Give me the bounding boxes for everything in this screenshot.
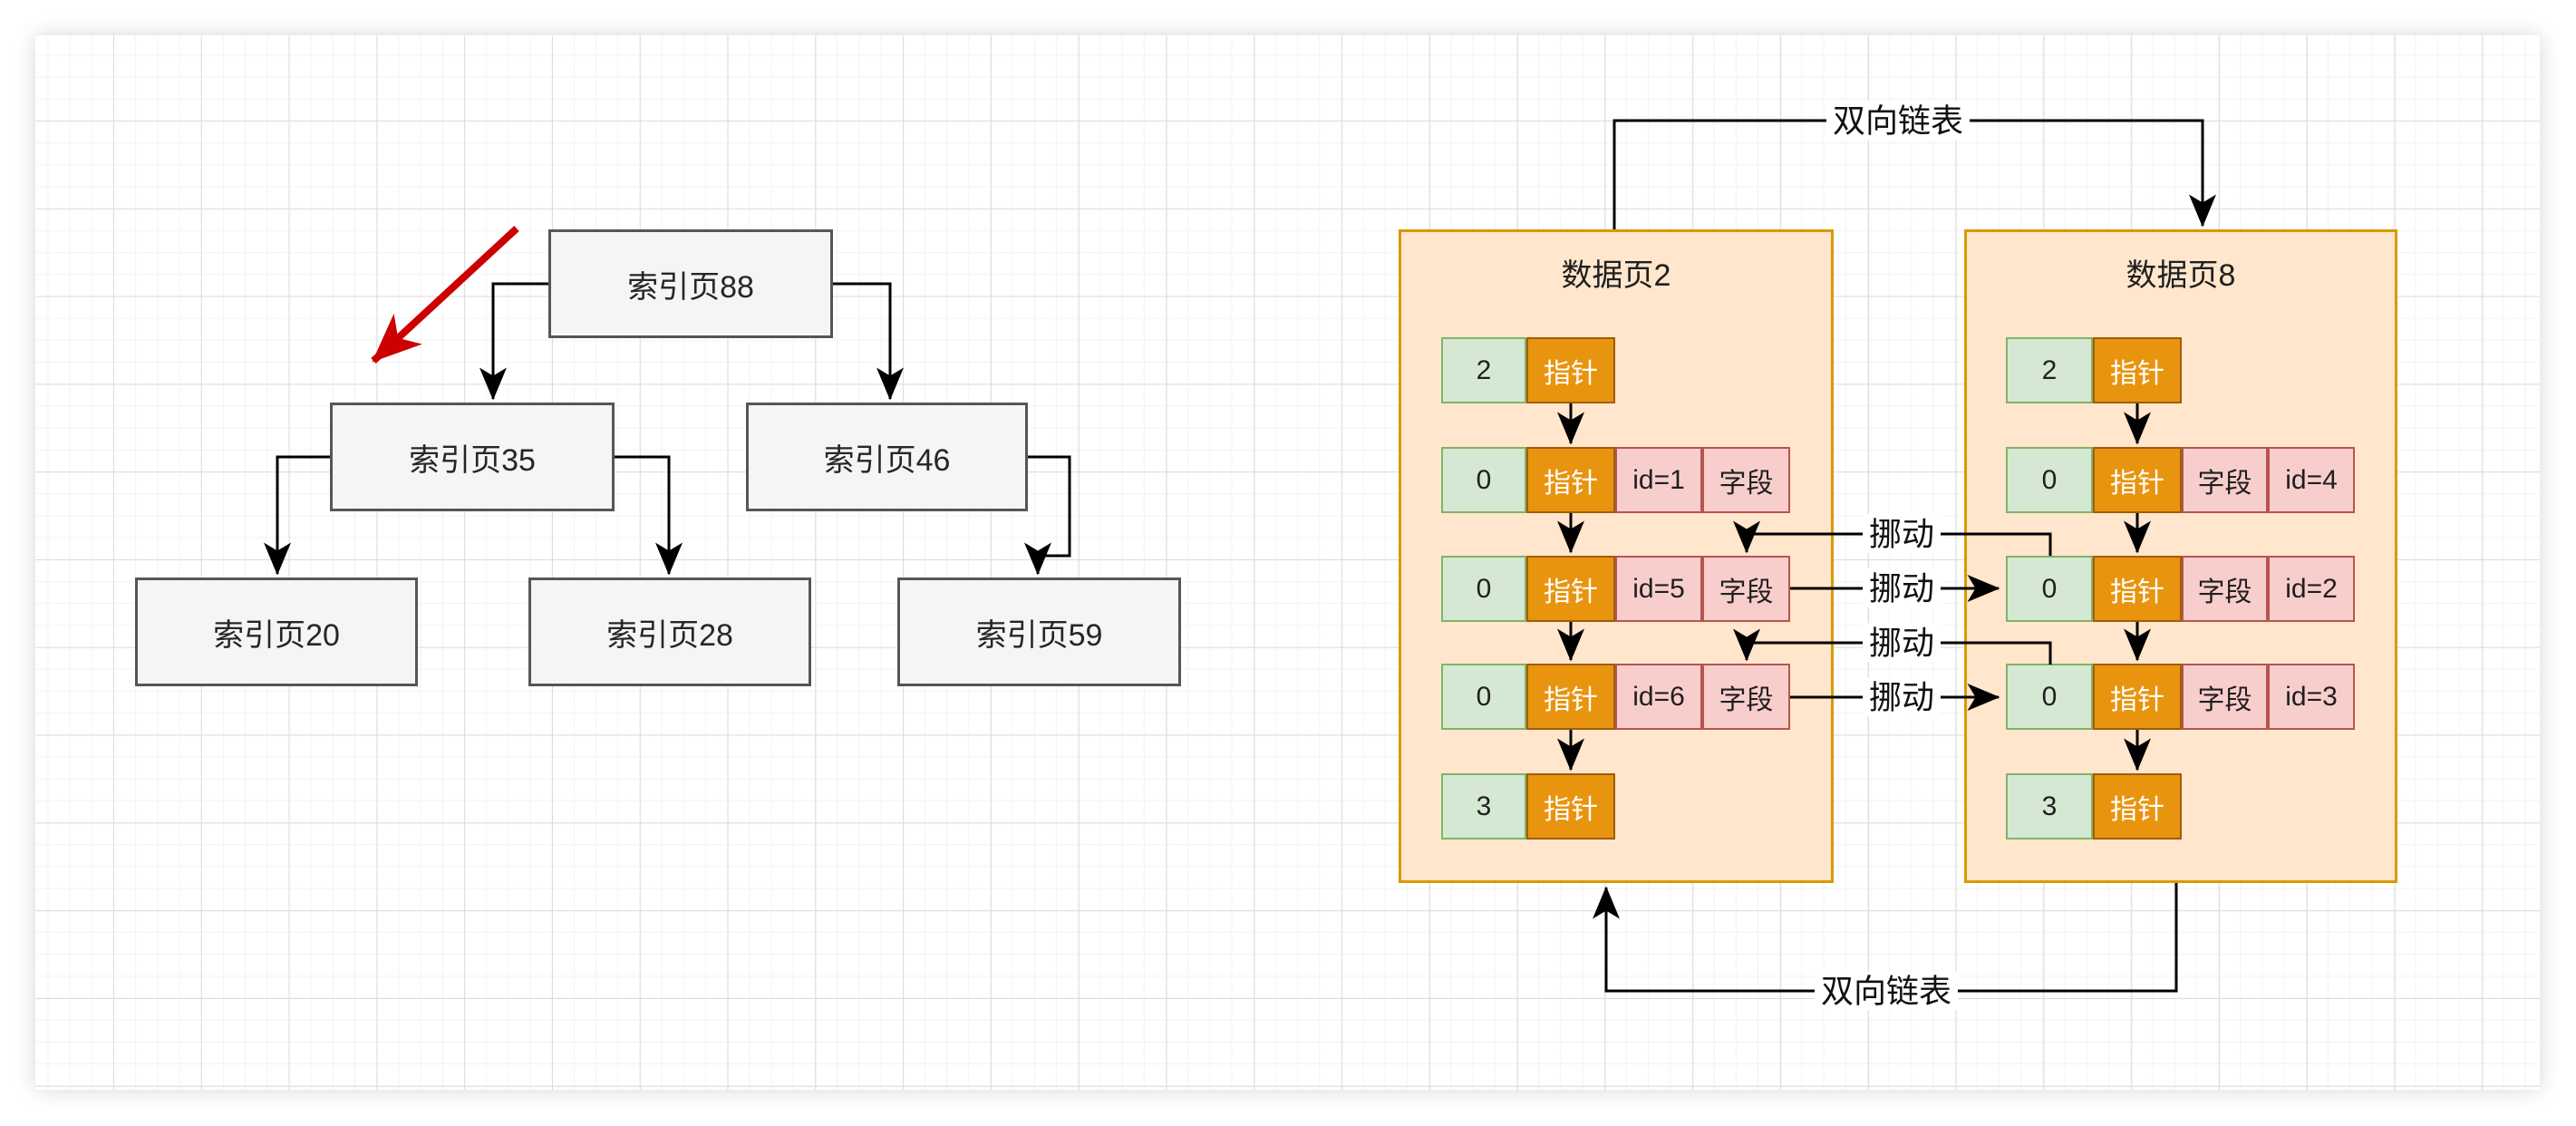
index-page-46-label: 索引页46 bbox=[823, 442, 951, 478]
dp2-r5-pointer-cell[interactable]: 指针 bbox=[1526, 773, 1615, 840]
dp2-r2-count-cell[interactable]: 0 bbox=[1441, 447, 1526, 513]
index-page-35-node[interactable]: 索引页35 bbox=[330, 403, 615, 511]
dp2-r5-count-cell[interactable]: 3 bbox=[1441, 773, 1526, 840]
dp2-r2-id-cell[interactable]: id=1 bbox=[1615, 447, 1702, 513]
dp8-r1-count-cell[interactable]: 2 bbox=[2006, 337, 2093, 403]
dp2-r3-id-cell[interactable]: id=5 bbox=[1615, 556, 1702, 622]
dp8-r4-pointer-cell[interactable]: 指针 bbox=[2093, 664, 2182, 730]
move-label-1[interactable]: 挪动 bbox=[1862, 514, 1942, 554]
index-page-20-label: 索引页20 bbox=[213, 617, 340, 653]
dp8-r2-field-cell[interactable]: 字段 bbox=[2182, 447, 2268, 513]
index-page-35-label: 索引页35 bbox=[409, 442, 536, 478]
index-page-59-node[interactable]: 索引页59 bbox=[897, 578, 1181, 686]
top-doubly-linked-label[interactable]: 双向链表 bbox=[1825, 101, 1971, 141]
dp8-r3-count-cell[interactable]: 0 bbox=[2006, 556, 2093, 622]
dp2-r3-count-cell[interactable]: 0 bbox=[1441, 556, 1526, 622]
dp8-r4-field-cell[interactable]: 字段 bbox=[2182, 664, 2268, 730]
dp8-r1-pointer-cell[interactable]: 指针 bbox=[2093, 337, 2182, 403]
dp8-r5-count-cell[interactable]: 3 bbox=[2006, 773, 2093, 840]
dp2-r2-pointer-cell[interactable]: 指针 bbox=[1526, 447, 1615, 513]
data-page-8-title: 数据页8 bbox=[2126, 257, 2236, 293]
index-page-20-node[interactable]: 索引页20 bbox=[135, 578, 418, 686]
move-label-3[interactable]: 挪动 bbox=[1862, 623, 1942, 663]
dp8-r2-count-cell[interactable]: 0 bbox=[2006, 447, 2093, 513]
index-page-88-label: 索引页88 bbox=[627, 269, 754, 305]
index-page-46-node[interactable]: 索引页46 bbox=[746, 403, 1028, 511]
dp2-r4-count-cell[interactable]: 0 bbox=[1441, 664, 1526, 730]
index-page-28-node[interactable]: 索引页28 bbox=[528, 578, 811, 686]
dp8-r3-id-cell[interactable]: id=2 bbox=[2268, 556, 2355, 622]
dp2-r4-field-cell[interactable]: 字段 bbox=[1702, 664, 1790, 730]
dp8-r4-id-cell[interactable]: id=3 bbox=[2268, 664, 2355, 730]
dp8-r2-id-cell[interactable]: id=4 bbox=[2268, 447, 2355, 513]
dp8-r3-pointer-cell[interactable]: 指针 bbox=[2093, 556, 2182, 622]
dp2-r1-pointer-cell[interactable]: 指针 bbox=[1526, 337, 1615, 403]
index-page-59-label: 索引页59 bbox=[975, 617, 1103, 653]
dp2-r3-field-cell[interactable]: 字段 bbox=[1702, 556, 1790, 622]
dp8-r4-count-cell[interactable]: 0 bbox=[2006, 664, 2093, 730]
dp2-r4-id-cell[interactable]: id=6 bbox=[1615, 664, 1702, 730]
dp2-r3-pointer-cell[interactable]: 指针 bbox=[1526, 556, 1615, 622]
dp2-r1-count-cell[interactable]: 2 bbox=[1441, 337, 1526, 403]
dp8-r3-field-cell[interactable]: 字段 bbox=[2182, 556, 2268, 622]
dp8-r2-pointer-cell[interactable]: 指针 bbox=[2093, 447, 2182, 513]
move-label-4[interactable]: 挪动 bbox=[1862, 677, 1942, 717]
move-label-2[interactable]: 挪动 bbox=[1862, 568, 1942, 608]
data-page-2-title: 数据页2 bbox=[1561, 257, 1671, 293]
index-page-88-node[interactable]: 索引页88 bbox=[548, 229, 833, 338]
dp8-r5-pointer-cell[interactable]: 指针 bbox=[2093, 773, 2182, 840]
index-page-28-label: 索引页28 bbox=[606, 617, 733, 653]
bottom-doubly-linked-label[interactable]: 双向链表 bbox=[1814, 971, 1959, 1011]
dp2-r2-field-cell[interactable]: 字段 bbox=[1702, 447, 1790, 513]
dp2-r4-pointer-cell[interactable]: 指针 bbox=[1526, 664, 1615, 730]
